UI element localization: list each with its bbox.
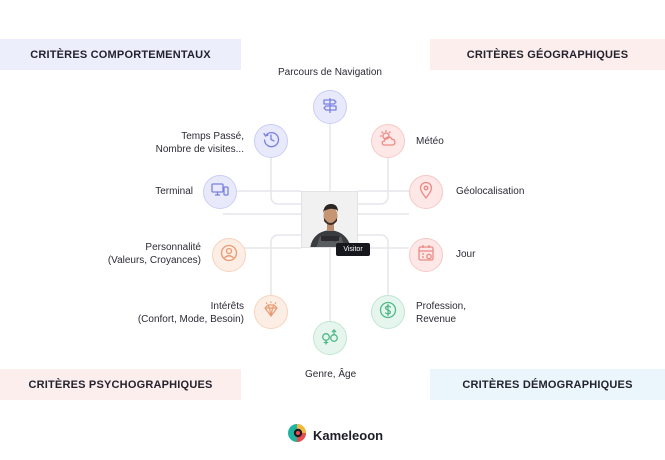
terminal-label: Terminal <box>155 186 193 197</box>
sun-cloud-icon <box>378 129 398 154</box>
geolocation-label: Géolocalisation <box>456 186 525 197</box>
dollar-coin-icon <box>378 300 398 325</box>
gender-age-label: Genre, Âge <box>305 369 357 380</box>
visitor-illustration <box>302 192 357 247</box>
navigation-label: Parcours de Navigation <box>278 67 382 78</box>
history-clock-icon <box>261 129 281 154</box>
profession-node <box>371 295 405 329</box>
geographic-criteria-banner: CRITÈRES GÉOGRAPHIQUES <box>430 39 665 70</box>
gender-icon <box>320 326 340 351</box>
psychographic-criteria-banner: CRITÈRES PSYCHOGRAPHIQUES <box>0 369 241 400</box>
navigation-node <box>313 90 347 124</box>
interests-label: Intérêts (Confort, Mode, Besoin) <box>137 301 244 325</box>
diamond-icon <box>261 300 281 325</box>
time-label: Temps Passé, Nombre de visites... <box>155 131 244 155</box>
geolocation-node <box>409 175 443 209</box>
signpost-icon <box>320 95 340 120</box>
personality-node <box>212 238 246 272</box>
visitor-badge: Visitor <box>336 243 370 256</box>
time-spent-node <box>254 124 288 158</box>
map-pin-icon <box>416 180 436 205</box>
demographic-criteria-banner: CRITÈRES DÉMOGRAPHIQUES <box>430 369 665 400</box>
brand-name: Kameleoon <box>313 428 384 443</box>
kameleoon-logo-icon <box>287 423 307 448</box>
day-node <box>409 238 443 272</box>
devices-icon <box>210 180 230 205</box>
gender-age-node <box>313 321 347 355</box>
profession-label: Profession, Revenue <box>416 301 467 325</box>
day-label: Jour <box>456 249 476 260</box>
personality-label: Personnalité (Valeurs, Croyances) <box>107 242 201 266</box>
behavioral-criteria-banner: CRITÈRES COMPORTEMENTAUX <box>0 39 241 70</box>
visitor-photo <box>301 191 358 248</box>
interests-node <box>254 295 288 329</box>
user-icon <box>219 243 239 268</box>
kameleoon-logo: Kameleoon <box>287 423 383 448</box>
weather-label: Météo <box>416 136 444 147</box>
calendar-icon <box>416 243 436 268</box>
weather-node <box>371 124 405 158</box>
terminal-node <box>203 175 237 209</box>
